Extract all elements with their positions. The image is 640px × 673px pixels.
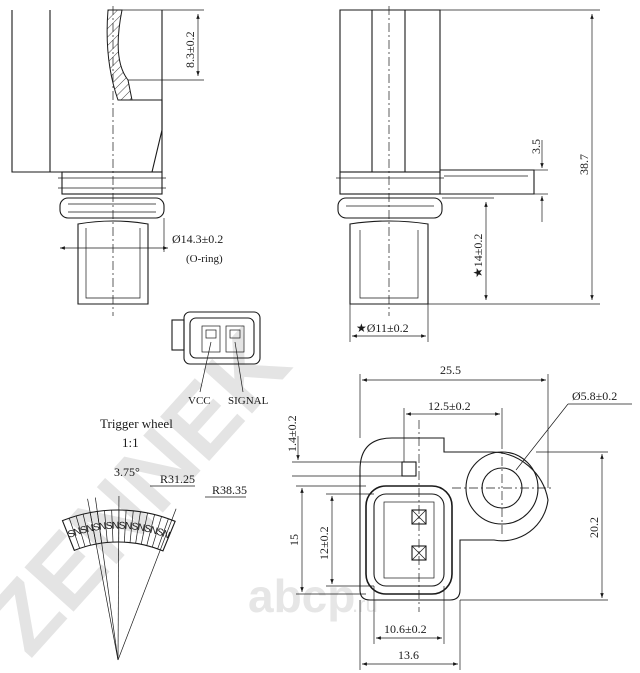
pole-label: N <box>85 523 94 535</box>
pole-divider <box>151 516 162 548</box>
trigger-radius-outer: R38.35 <box>212 483 247 497</box>
front-view: 8.3±0.2 Ø14.3±0.2 (O-ring) <box>11 6 223 316</box>
trigger-wheel-band <box>61 509 176 552</box>
pole-divider <box>146 514 155 546</box>
dim-hole-diameter: Ø5.8±0.2 <box>572 389 617 403</box>
pole-divider <box>129 510 134 543</box>
pin-vcc-label: VCC <box>188 395 211 407</box>
pole-divider <box>140 512 148 545</box>
dim-tip-length: ★14±0.2 <box>471 234 485 278</box>
trigger-radius-inner: R31.25 <box>160 472 195 486</box>
pole-divider <box>104 510 108 543</box>
dim-total-width: 25.5 <box>440 363 461 377</box>
top-view: 25.5 12.5±0.2 Ø5.8±0.2 1.4±0.2 15 12±0.2… <box>285 363 632 670</box>
pole-label: N <box>149 525 159 538</box>
pole-divider <box>124 510 127 543</box>
trigger-wheel-title: Trigger wheel <box>100 416 173 431</box>
pole-label: S <box>66 528 76 541</box>
pole-label: S <box>105 521 113 532</box>
pole-divider <box>111 510 114 543</box>
pole-divider <box>82 514 91 546</box>
pole-divider <box>75 515 86 547</box>
radial-line <box>117 508 177 661</box>
dim-tip-diameter: ★Ø11±0.2 <box>356 321 409 335</box>
radial-line <box>87 498 119 661</box>
pole-label: S <box>155 527 165 540</box>
dim-inner-width: 10.6±0.2 <box>384 622 427 636</box>
pole-label: S <box>118 521 125 532</box>
dim-socket-height: 15 <box>287 534 301 546</box>
pole-label: N <box>137 522 146 534</box>
pole-label: S <box>131 521 139 533</box>
watermark-site-suffix: .ru <box>352 592 378 617</box>
trigger-angle-label: 3.75° <box>114 465 140 479</box>
dim-flange-thickness: 3.5 <box>529 139 543 154</box>
pole-label: S <box>92 522 101 534</box>
connector-pinout: VCC SIGNAL <box>171 311 269 407</box>
pole-label: N <box>112 521 119 532</box>
pin-signal-label: SIGNAL <box>228 395 269 407</box>
pole-label: N <box>72 526 82 539</box>
dim-oring-diameter: Ø14.3±0.2 <box>172 232 223 246</box>
pole-divider <box>68 518 80 549</box>
pole-divider <box>157 518 169 549</box>
dim-total-height: 38.7 <box>577 154 591 175</box>
dim-offset: 1.4±0.2 <box>285 415 299 452</box>
pole-label: S <box>143 523 152 535</box>
pole-divider <box>135 511 141 544</box>
dim-socket-width: 13.6 <box>398 648 419 662</box>
oring-label: (O-ring) <box>186 253 223 265</box>
pole-label: N <box>124 521 132 533</box>
dim-inner-height: 12±0.2 <box>317 526 331 560</box>
radial-line <box>94 497 119 661</box>
trigger-wheel-scale: 1:1 <box>122 435 139 450</box>
dim-body-height: 20.2 <box>587 517 601 538</box>
side-view: 38.7 3.5 ★14±0.2 ★Ø11±0.2 <box>336 6 600 342</box>
radial-line <box>117 496 120 661</box>
dim-top-height: 8.3±0.2 <box>183 31 197 68</box>
dim-pitch: 12.5±0.2 <box>428 399 471 413</box>
pole-label: S <box>79 524 89 536</box>
pole-label: N <box>98 521 106 533</box>
